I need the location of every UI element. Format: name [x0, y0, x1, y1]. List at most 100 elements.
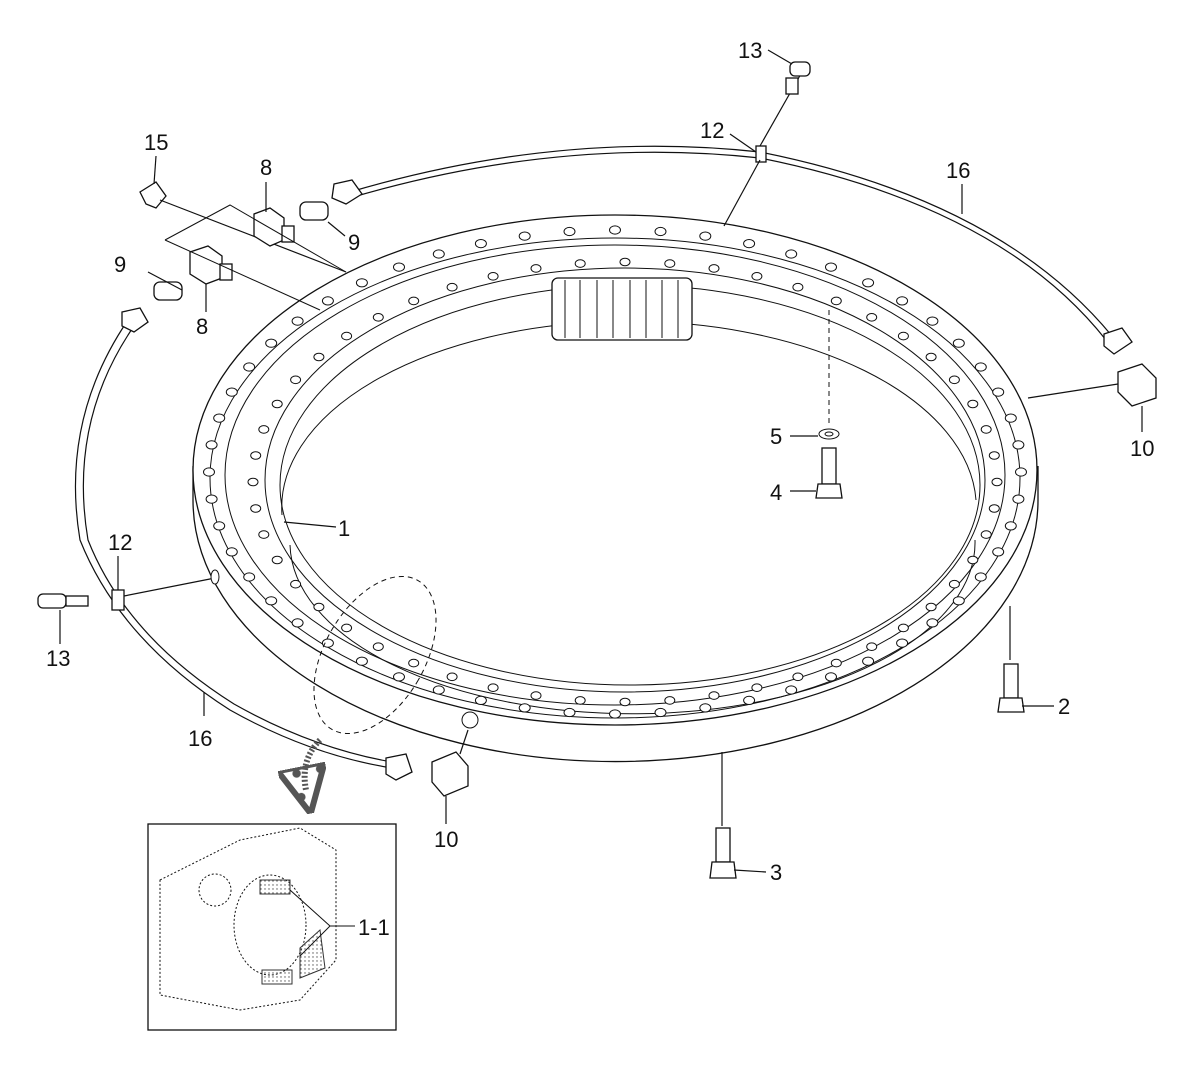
detail-box: [147, 823, 397, 1031]
outer-bolt-hole: [952, 596, 965, 606]
outer-bolt-hole: [225, 547, 238, 557]
clamp-12-lower: [111, 569, 220, 611]
outer-bolt-hole: [291, 618, 304, 628]
outer-bolt-hole: [205, 494, 218, 504]
outer-bolt-hole: [699, 703, 712, 713]
outer-bolt-hole: [205, 440, 218, 450]
adapter-9-upper: [299, 201, 329, 221]
label-8-lower: 8: [196, 314, 208, 339]
label-1-1: 1-1: [358, 915, 390, 940]
label-10-right: 10: [1130, 436, 1154, 461]
outer-bolt-hole: [321, 296, 334, 306]
inner-bolt-hole: [372, 313, 384, 322]
seal-bellows: [551, 277, 693, 341]
inner-bolt-hole: [341, 331, 353, 341]
label-15: 15: [144, 130, 168, 155]
outer-bolt-hole: [992, 547, 1005, 557]
outer-bolt-hole: [243, 572, 256, 582]
label-9-lower: 9: [114, 252, 126, 277]
label-4: 4: [770, 480, 782, 505]
inner-bolt-hole: [619, 257, 631, 267]
elbow-fitting-10-lower: [431, 711, 479, 797]
inner-bolt-hole: [408, 658, 420, 668]
inner-bolt-hole: [967, 555, 979, 565]
outer-bolt-hole: [1004, 413, 1017, 423]
outer-bolt-hole: [432, 249, 445, 259]
bolt-4: [815, 447, 843, 499]
inner-bolt-hole: [271, 399, 283, 409]
grease-nipple-15: [139, 181, 347, 273]
outer-bolt-hole: [1015, 467, 1027, 477]
outer-bolt-hole: [563, 707, 576, 718]
label-5: 5: [770, 424, 782, 449]
inner-bolt-hole: [830, 296, 842, 306]
outer-bolt-hole: [265, 338, 278, 348]
outer-bolt-hole: [474, 239, 487, 249]
inner-bolt-hole: [341, 623, 353, 633]
inner-bolt-hole: [897, 623, 909, 633]
outer-bolt-hole: [355, 278, 368, 288]
label-13-lower: 13: [46, 646, 70, 671]
label-13-upper: 13: [738, 38, 762, 63]
elbow-fitting-8-upper: [253, 207, 295, 247]
adapter-9-lower: [153, 281, 183, 301]
inner-bolt-hole: [980, 425, 992, 434]
inner-bolt-hole: [574, 696, 586, 705]
washer-5: [818, 310, 840, 440]
detail-callout: [289, 575, 437, 790]
inner-bolt-hole: [948, 579, 960, 589]
inner-bolt-hole: [250, 504, 262, 513]
inner-bolt-hole: [446, 672, 458, 682]
outer-bolt-hole: [896, 638, 909, 648]
outer-bolt-hole: [825, 672, 837, 682]
outer-bolt-hole: [518, 231, 531, 241]
elbow-fitting-8-lower: [189, 245, 233, 285]
bolt-3: [709, 752, 737, 879]
inner-bolt-hole: [250, 451, 262, 460]
inner-bolt-hole: [866, 313, 878, 322]
inner-bolt-hole: [487, 272, 499, 281]
part-labels: 1 1-1 2 3 4 5 8 8 9 9 10 10 12 12 13 13 …: [46, 38, 1154, 940]
inner-bolt-hole: [247, 477, 259, 487]
clamp-12-upper: [723, 71, 803, 227]
inner-bolt-hole: [792, 672, 804, 682]
inner-bolt-hole: [967, 399, 979, 409]
leader-lines: [59, 49, 1143, 873]
label-9-upper: 9: [348, 230, 360, 255]
outer-bolt-hole: [785, 685, 798, 695]
grease-hose-lower: [74, 307, 413, 781]
outer-bolt-hole: [203, 467, 215, 477]
inner-bolt-holes: [247, 257, 1003, 707]
inner-bolt-hole: [530, 264, 542, 273]
outer-bolt-hole: [926, 618, 939, 628]
outer-bolt-hole: [393, 672, 405, 682]
outer-bolt-hole: [243, 362, 256, 372]
inner-bolt-hole: [446, 282, 458, 292]
outer-bolt-hole: [699, 231, 712, 241]
label-10-lower: 10: [434, 827, 458, 852]
outer-bolt-hole: [355, 656, 368, 666]
bolt-13-upper: [785, 61, 811, 95]
label-16-upper: 16: [946, 158, 970, 183]
inner-bolt-hole: [991, 477, 1003, 487]
inner-bolt-hole: [948, 375, 960, 385]
outer-bolt-hole: [265, 596, 278, 606]
outer-bolt-hole: [609, 709, 621, 719]
inner-bolt-hole: [574, 259, 586, 268]
outer-bolt-hole: [952, 338, 965, 348]
outer-bolt-hole: [785, 249, 798, 259]
outer-bolt-hole: [743, 239, 756, 249]
outer-bolt-hole: [862, 278, 875, 288]
inner-bolt-hole: [290, 375, 302, 385]
elbow-fitting-10-right: [1027, 363, 1157, 407]
slewing-ring: [192, 214, 1039, 763]
label-8-upper: 8: [260, 155, 272, 180]
inner-bolt-hole: [258, 530, 270, 539]
label-12-lower: 12: [108, 530, 132, 555]
outer-bolt-hole: [213, 413, 226, 423]
inner-bolt-hole: [925, 352, 937, 362]
inner-bolt-hole: [271, 555, 283, 565]
inner-bolt-hole: [313, 602, 325, 612]
outer-bolt-hole: [974, 362, 987, 372]
